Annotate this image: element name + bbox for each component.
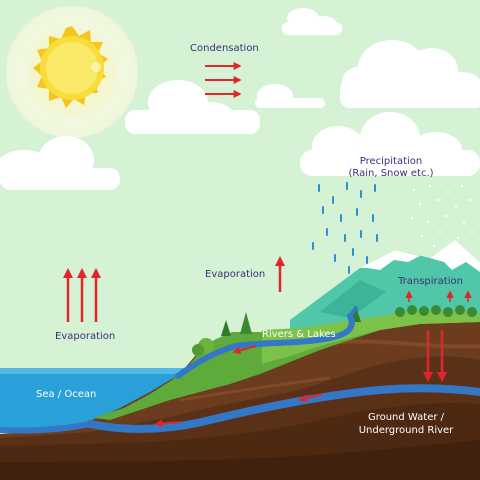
rivers-lakes-label: Rivers & Lakes bbox=[262, 329, 336, 340]
evaporation-sea-label: Evaporation bbox=[55, 331, 116, 342]
precipitation-sublabel: (Rain, Snow etc.) bbox=[348, 168, 434, 179]
precipitation-label: Precipitation bbox=[359, 156, 423, 167]
grass bbox=[94, 312, 480, 420]
cloud-icon bbox=[255, 84, 325, 108]
sea-ocean-label: Sea / Ocean bbox=[36, 389, 97, 400]
cloud-icon bbox=[125, 80, 260, 134]
transpiration-label: Transpiration bbox=[398, 276, 463, 287]
condensation-label: Condensation bbox=[190, 43, 259, 54]
sun-icon bbox=[6, 6, 138, 138]
rain-drop-icon bbox=[312, 182, 378, 274]
underground-river-label: Underground River bbox=[358, 425, 454, 436]
tree-icon bbox=[192, 305, 477, 356]
cloud-icon bbox=[340, 40, 480, 108]
arrow-icon bbox=[154, 345, 323, 428]
cloud-icon bbox=[300, 112, 480, 176]
evaporation-land-label: Evaporation bbox=[205, 269, 266, 280]
arrow-icon bbox=[205, 62, 242, 98]
arrow-icon bbox=[405, 290, 472, 302]
arrow-icon bbox=[423, 330, 447, 382]
arrow-icon bbox=[63, 268, 101, 322]
ground-water-label: Ground Water / bbox=[367, 412, 445, 423]
cloud-icon bbox=[282, 8, 342, 35]
cloud-icon bbox=[0, 136, 120, 190]
river bbox=[175, 313, 355, 379]
underground-river bbox=[86, 384, 480, 433]
